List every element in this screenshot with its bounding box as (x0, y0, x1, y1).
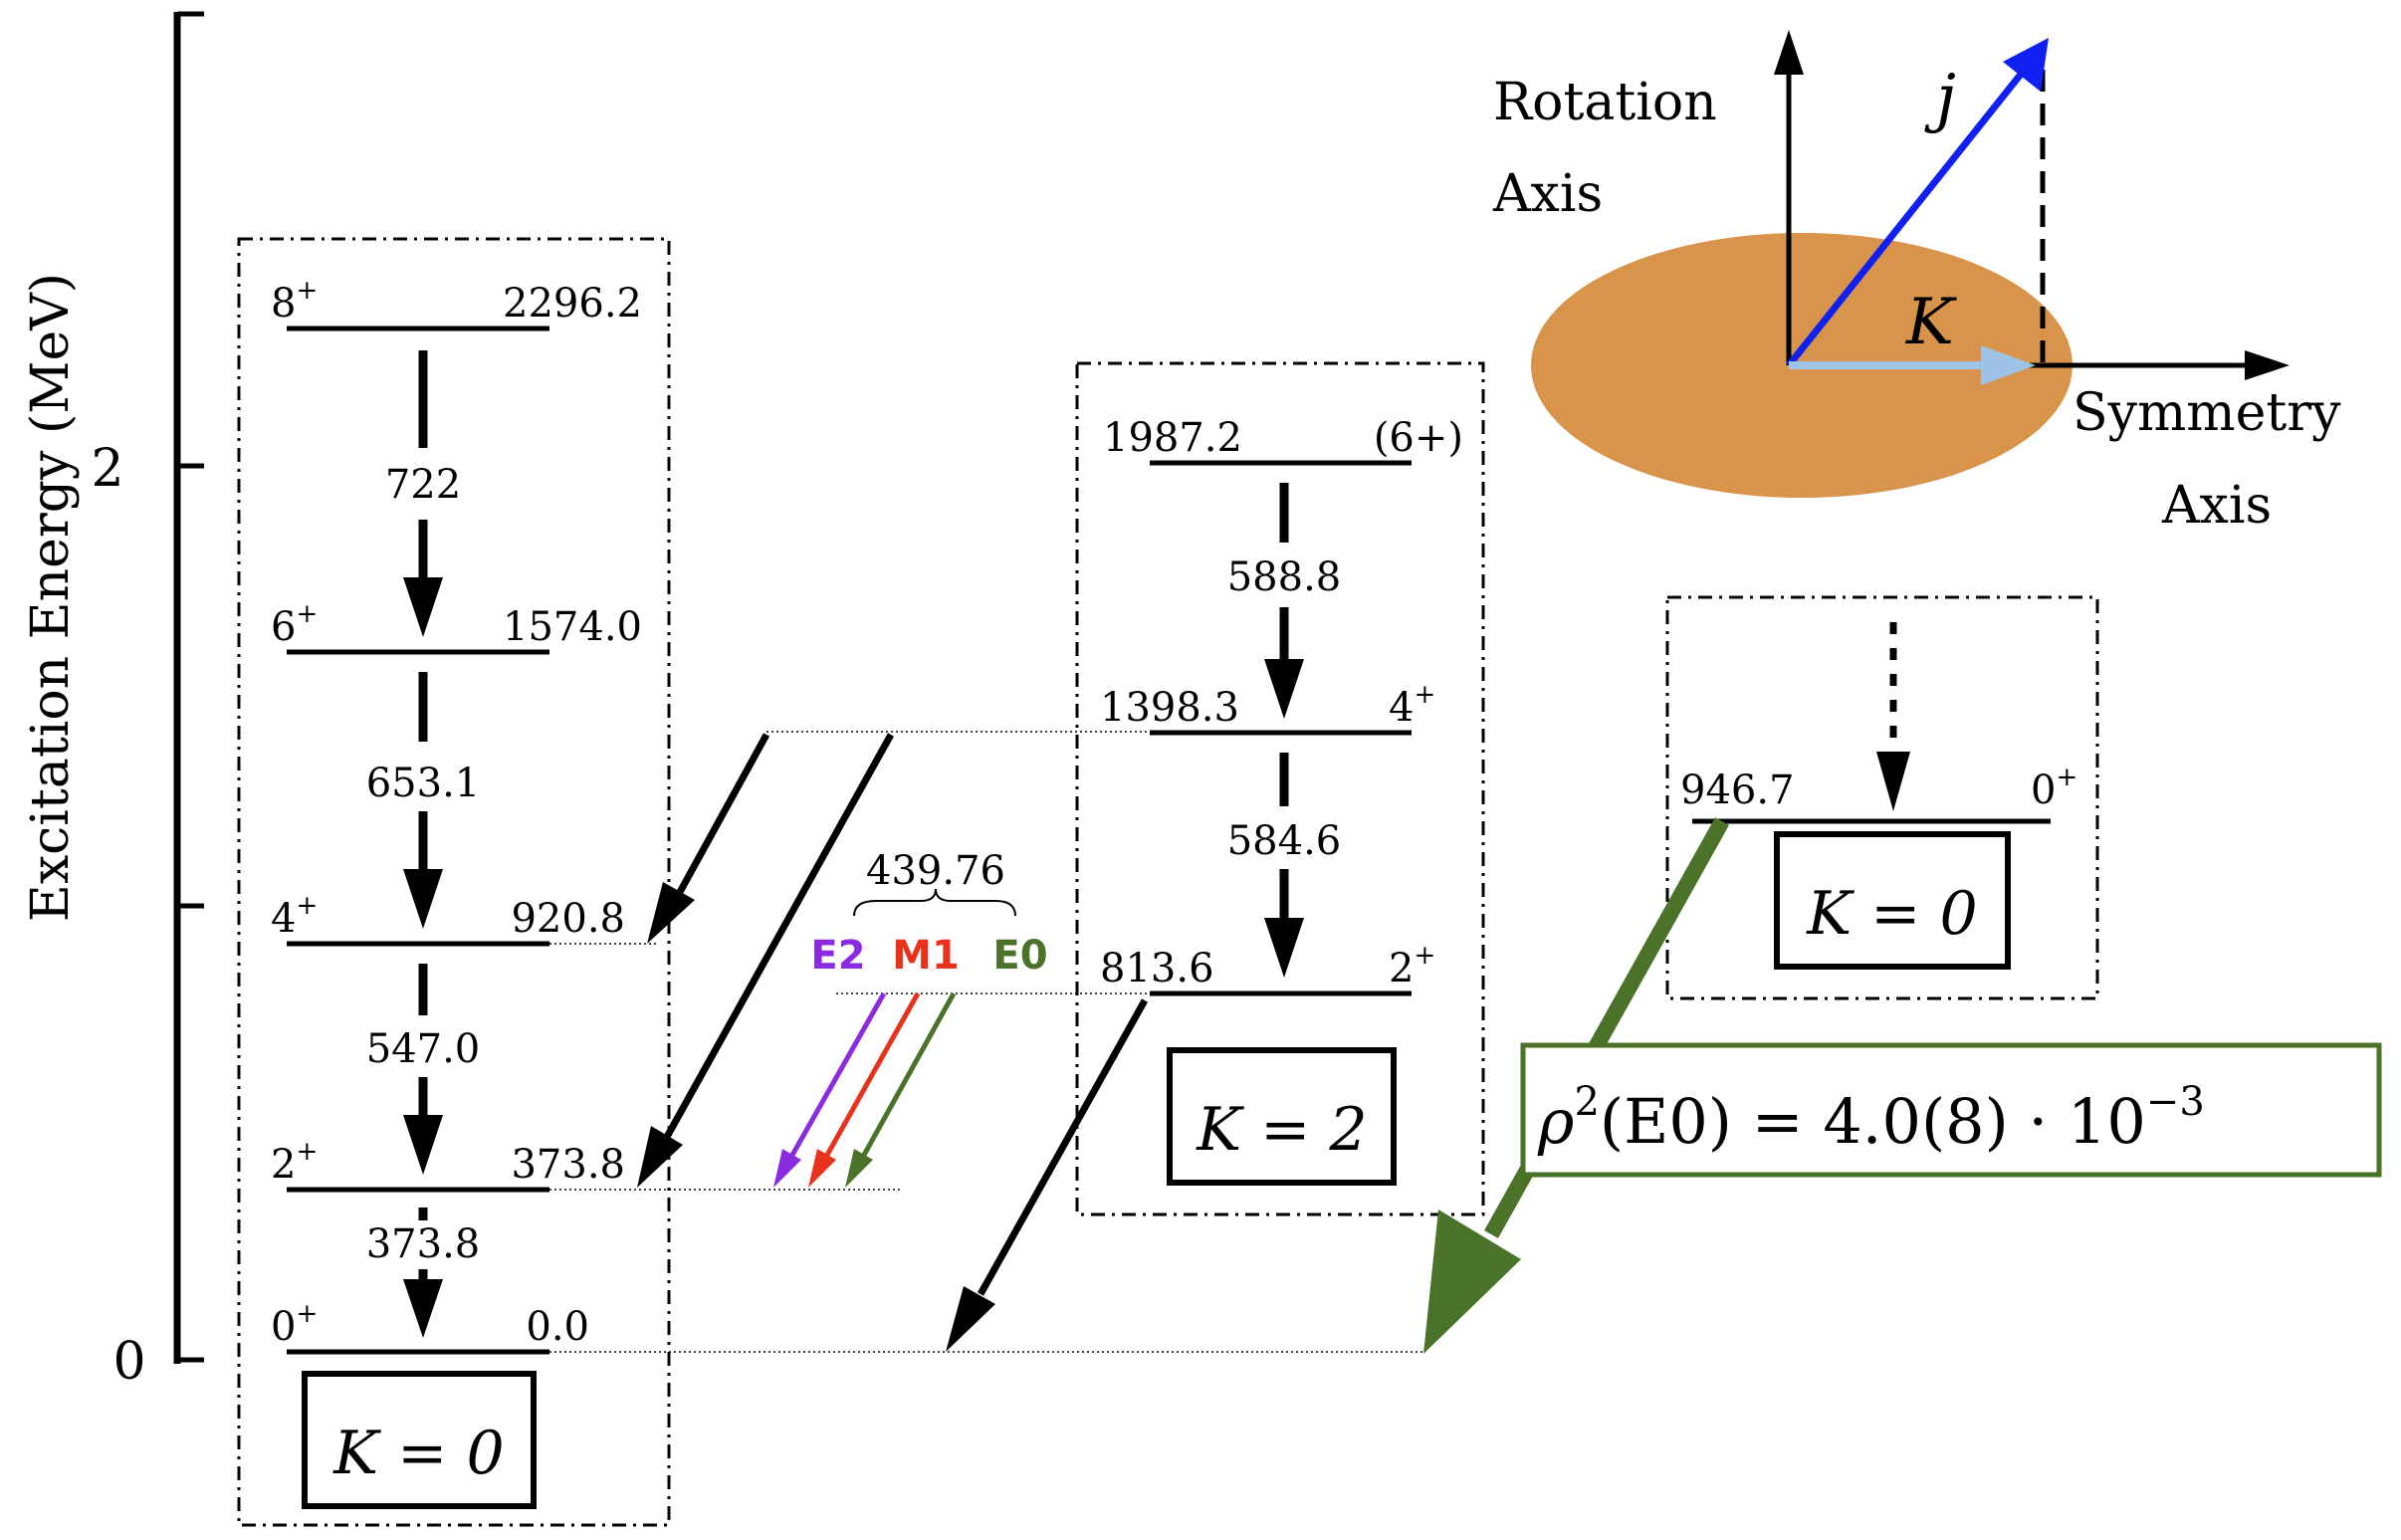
transition-label: 584.6 (1227, 818, 1342, 864)
energy-label: 2296.2 (503, 281, 642, 327)
arrowhead (1876, 752, 1910, 811)
arrowhead (403, 1115, 443, 1175)
j-vector (1786, 69, 2026, 368)
axis-title: Excitation Energy (MeV) (21, 273, 81, 922)
energy-label: 1398.3 (1100, 685, 1239, 731)
transition-label: 547.0 (366, 1026, 481, 1072)
arrowhead (403, 577, 443, 637)
arrowhead (773, 1149, 801, 1188)
energy-axis: 2 0 Excitation Energy (MeV) (21, 11, 204, 1392)
ground-band: 8+ 6+ 4+ 2+ 0+ 2296.2 1574.0 920.8 373.8… (237, 237, 671, 1527)
arrowhead (1264, 659, 1304, 719)
transition-label: 722 (385, 462, 461, 508)
arrowhead (647, 882, 695, 944)
beta-band-box (1665, 595, 2099, 1000)
brace (853, 888, 1016, 917)
arrowhead (403, 869, 443, 929)
transition-label: 373.8 (366, 1221, 481, 1267)
spin-label: 0+ (2031, 763, 2077, 813)
gamma-band: 1987.2 (6+) 1398.3 4+ 813.6 2+ 588.8 584… (1075, 361, 1485, 1216)
rotation-axis-label: Axis (1492, 164, 1603, 224)
m1-arrow (823, 991, 921, 1159)
e0-arrow (860, 991, 957, 1159)
energy-label: 813.6 (1100, 946, 1214, 991)
ground-band-box (237, 237, 671, 1527)
energy-label: 1574.0 (503, 604, 642, 650)
transition-label: 653.1 (366, 761, 481, 806)
arrowhead (403, 1279, 443, 1338)
beta-band: 946.7 0+ K = 0 (1665, 595, 2099, 1000)
spin-label: (6+) (1374, 415, 1463, 461)
j-label: j (1924, 62, 1956, 135)
symmetry-axis-label: Axis (2161, 476, 2272, 536)
mixed-transition-energy: 439.76 (866, 848, 1005, 894)
symmetry-axis-label: Symmetry (2073, 383, 2341, 443)
energy-label: 0.0 (526, 1304, 589, 1350)
energy-label: 373.8 (511, 1142, 625, 1188)
dotted-guides (549, 731, 1423, 1353)
spin-label: 2+ (271, 1137, 318, 1188)
multipole-e0: E0 (992, 933, 1047, 979)
multipole-e2: E2 (810, 933, 865, 979)
mixed-transition: 439.76 E2 M1 E0 (773, 848, 1048, 1188)
k-label: K (1905, 286, 1957, 359)
interband-transitions (663, 733, 1149, 1296)
k-label: K = 0 (1806, 879, 1977, 949)
e2-arrow (788, 991, 887, 1159)
gamma-band-box (1075, 361, 1485, 1216)
k-label-box (1167, 1047, 1397, 1186)
k-label: K = 0 (332, 1419, 504, 1488)
arrowhead (2003, 38, 2049, 92)
spin-label: 6+ (271, 599, 318, 650)
arrowhead (1981, 345, 2036, 385)
energy-label: 920.8 (511, 896, 625, 942)
k-label: K = 2 (1196, 1095, 1367, 1165)
energy-label: 1987.2 (1103, 415, 1242, 461)
arrowhead (1774, 30, 1804, 75)
arrowhead (845, 1149, 873, 1188)
arrowhead (2245, 350, 2290, 380)
rotation-axis-label: Rotation (1493, 73, 1717, 132)
arrowhead (1423, 1210, 1521, 1354)
spin-label: 4+ (1389, 680, 1435, 731)
spin-label: 8+ (271, 276, 318, 327)
k-label-box (1774, 831, 2011, 970)
arrowhead (808, 1149, 836, 1188)
e0-strength-label: ρ2(E0) = 4.0(8) · 10−3 (1537, 1079, 2205, 1158)
tick-label-2: 2 (91, 439, 123, 499)
e0-strength-box: ρ2(E0) = 4.0(8) · 10−3 (1520, 1042, 2382, 1178)
k-label-box (302, 1371, 537, 1509)
deformation-inset: j K Rotation Axis Symmetry Axis (1492, 30, 2341, 536)
multipole-m1: M1 (892, 933, 960, 979)
spin-label: 0+ (271, 1299, 318, 1350)
e0-strength-frame (1520, 1042, 2382, 1178)
arrowhead (1264, 918, 1304, 978)
arrowhead (946, 1286, 995, 1352)
spin-label: 2+ (1389, 941, 1435, 991)
transition-label: 588.8 (1227, 554, 1342, 600)
arrowhead (637, 1126, 683, 1188)
spin-label: 4+ (271, 891, 318, 942)
energy-label: 946.7 (1680, 768, 1795, 813)
tick-label-0: 0 (112, 1332, 145, 1392)
